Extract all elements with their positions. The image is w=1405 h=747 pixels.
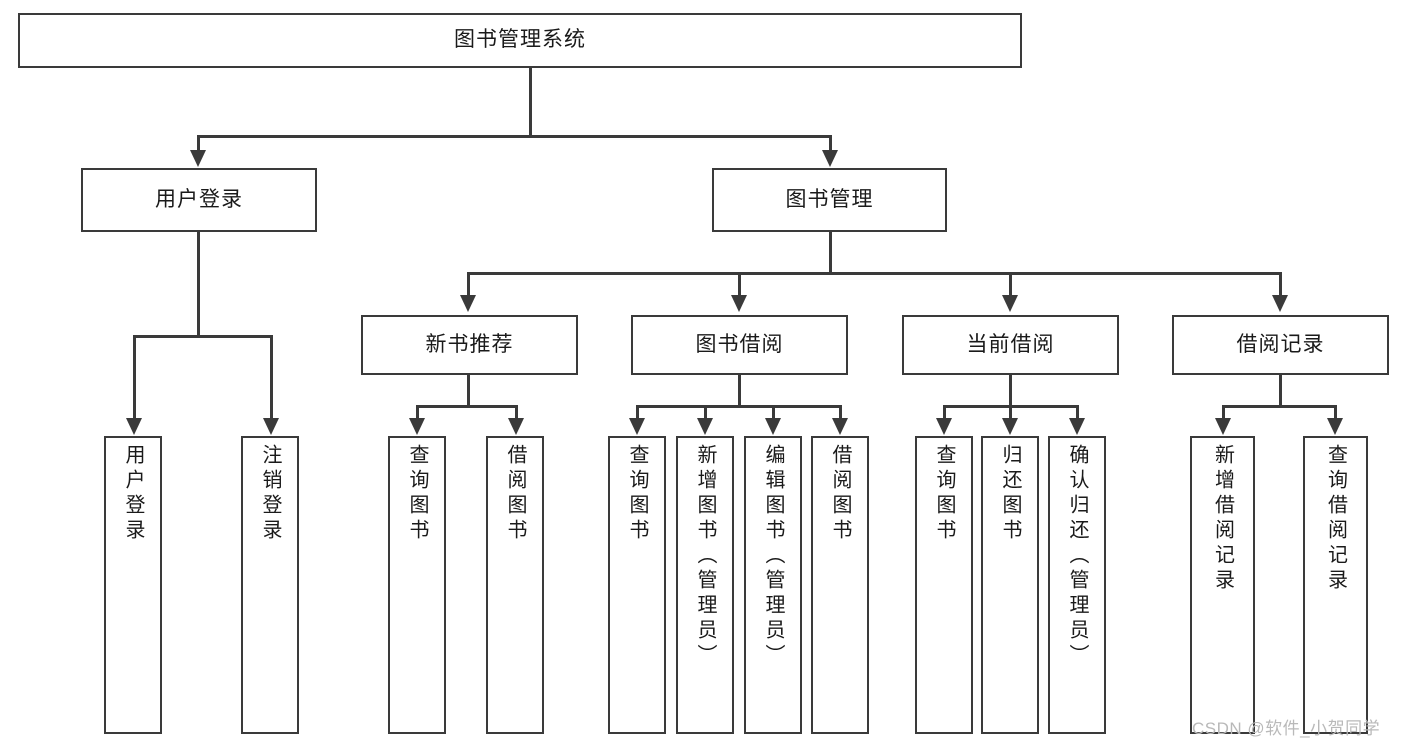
- arrow-cb-to-leaf-0: [936, 418, 952, 435]
- leaf-book-borrow-3[interactable]: 借阅图书: [811, 436, 869, 734]
- node-label: 图书管理: [785, 187, 874, 211]
- leaf-borrow-records-0[interactable]: 新增借阅记录: [1190, 436, 1255, 734]
- connector-bb-to-leaf-1: [704, 405, 707, 419]
- leaf-current-borrow-0[interactable]: 查询图书: [915, 436, 973, 734]
- leaf-borrow-records-1[interactable]: 查询借阅记录: [1303, 436, 1368, 734]
- arrow-user-login-to-leaf-1: [263, 418, 279, 435]
- node-new-book-recommend[interactable]: 新书推荐: [361, 315, 578, 375]
- arrow-bb-to-leaf-1: [697, 418, 713, 435]
- arrow-root-to-user-login: [190, 150, 206, 167]
- connector-br-to-leaf-0: [1222, 405, 1225, 419]
- node-book-borrow[interactable]: 图书借阅: [631, 315, 848, 375]
- connector-user-login-stem: [197, 232, 200, 335]
- leaf-current-borrow-2[interactable]: 确认归还（管理员）: [1048, 436, 1106, 734]
- connector-root-to-user-login: [197, 135, 200, 152]
- leaf-book-borrow-1[interactable]: 新增图书（管理员）: [676, 436, 734, 734]
- node-label: 确认归还（管理员）: [1066, 444, 1088, 669]
- connector-current-borrow-stem: [1009, 375, 1012, 405]
- connector-book-management-bar: [467, 272, 1279, 275]
- arrow-user-login-to-leaf-0: [126, 418, 142, 435]
- leaf-user-login-0[interactable]: 用户登录: [104, 436, 162, 734]
- leaf-new-book-recommend-0[interactable]: 查询图书: [388, 436, 446, 734]
- connector-nb-to-leaf-0: [416, 405, 419, 419]
- arrow-br-to-leaf-0: [1215, 418, 1231, 435]
- arrow-cb-to-leaf-2: [1069, 418, 1085, 435]
- node-label: 图书借阅: [695, 332, 784, 356]
- arrow-br-to-leaf-1: [1327, 418, 1343, 435]
- node-label: 图书管理系统: [454, 28, 586, 52]
- node-current-borrow[interactable]: 当前借阅: [902, 315, 1119, 375]
- node-borrow-records[interactable]: 借阅记录: [1172, 315, 1389, 375]
- connector-borrow-records-stem: [1279, 375, 1282, 405]
- node-label: 新增图书（管理员）: [694, 444, 716, 669]
- connector-new-book-stem: [467, 375, 470, 405]
- node-label: 借阅图书: [504, 444, 526, 544]
- node-label: 借阅图书: [829, 444, 851, 544]
- arrow-bm-to-borrow-records: [1272, 295, 1288, 312]
- connector-bm-to-book-borrow: [738, 272, 741, 296]
- connector-book-borrow-bar: [636, 405, 842, 408]
- connector-cb-to-leaf-2: [1076, 405, 1079, 419]
- connector-root-bar: [197, 135, 832, 138]
- connector-user-login-bar: [133, 335, 273, 338]
- arrow-bb-to-leaf-2: [765, 418, 781, 435]
- connector-user-login-to-leaf-1: [270, 335, 273, 419]
- node-label: 用户登录: [155, 187, 243, 211]
- node-label: 新书推荐: [425, 332, 514, 356]
- connector-root-stem: [529, 68, 532, 135]
- leaf-current-borrow-1[interactable]: 归还图书: [981, 436, 1039, 734]
- arrow-bm-to-current-borrow: [1002, 295, 1018, 312]
- connector-new-book-bar: [416, 405, 518, 408]
- leaf-new-book-recommend-1[interactable]: 借阅图书: [486, 436, 544, 734]
- arrow-root-to-book-management: [822, 150, 838, 167]
- connector-bm-to-borrow-records: [1279, 272, 1282, 296]
- connector-bm-to-new-book: [467, 272, 470, 296]
- connector-bb-to-leaf-0: [636, 405, 639, 419]
- connector-user-login-to-leaf-0: [133, 335, 136, 419]
- connector-cb-to-leaf-1: [1009, 405, 1012, 419]
- connector-book-borrow-stem: [738, 375, 741, 405]
- leaf-book-borrow-2[interactable]: 编辑图书（管理员）: [744, 436, 802, 734]
- leaf-user-login-1[interactable]: 注销登录: [241, 436, 299, 734]
- node-label: 查询图书: [933, 444, 955, 544]
- node-label: 借阅记录: [1236, 332, 1325, 356]
- node-book-management[interactable]: 图书管理: [712, 168, 947, 232]
- connector-borrow-records-bar: [1222, 405, 1337, 408]
- arrow-bb-to-leaf-3: [832, 418, 848, 435]
- node-label: 查询借阅记录: [1324, 444, 1347, 594]
- arrow-bm-to-new-book: [460, 295, 476, 312]
- arrow-cb-to-leaf-1: [1002, 418, 1018, 435]
- leaf-book-borrow-0[interactable]: 查询图书: [608, 436, 666, 734]
- node-root-book-management-system[interactable]: 图书管理系统: [18, 13, 1022, 68]
- node-label: 编辑图书（管理员）: [762, 444, 784, 669]
- node-label: 查询图书: [406, 444, 428, 544]
- connector-br-to-leaf-1: [1334, 405, 1337, 419]
- node-label: 新增借阅记录: [1211, 444, 1234, 594]
- arrow-nb-to-leaf-1: [508, 418, 524, 435]
- node-label: 注销登录: [259, 444, 281, 544]
- connector-book-management-stem: [829, 232, 832, 272]
- connector-bm-to-current-borrow: [1009, 272, 1012, 296]
- arrow-bm-to-book-borrow: [731, 295, 747, 312]
- connector-bb-to-leaf-2: [772, 405, 775, 419]
- connector-bb-to-leaf-3: [839, 405, 842, 419]
- node-label: 归还图书: [999, 444, 1021, 544]
- node-user-login[interactable]: 用户登录: [81, 168, 317, 232]
- connector-root-to-book-management: [829, 135, 832, 152]
- arrow-bb-to-leaf-0: [629, 418, 645, 435]
- connector-cb-to-leaf-0: [943, 405, 946, 419]
- arrow-nb-to-leaf-0: [409, 418, 425, 435]
- node-label: 查询图书: [626, 444, 648, 544]
- node-label: 用户登录: [122, 444, 144, 544]
- connector-nb-to-leaf-1: [515, 405, 518, 419]
- node-label: 当前借阅: [966, 332, 1055, 356]
